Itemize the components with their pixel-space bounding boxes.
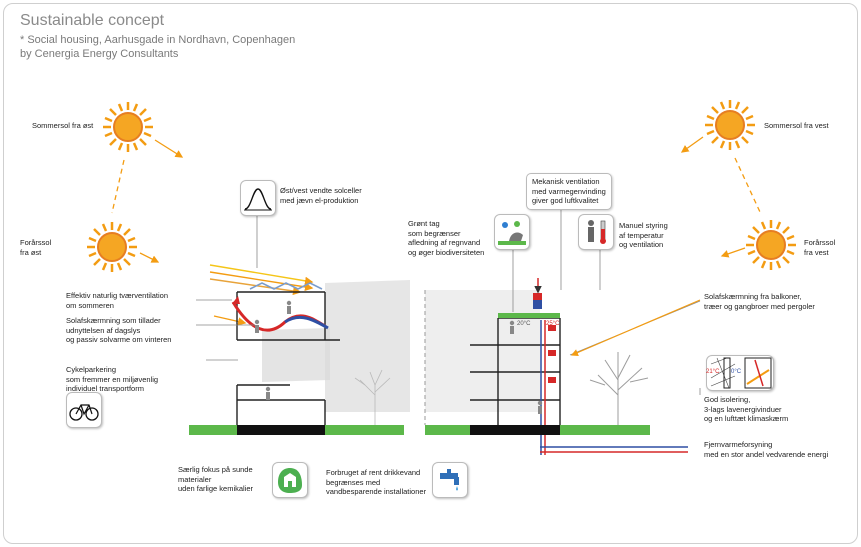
temp-inside-roof: 20°C bbox=[517, 321, 531, 327]
green-roof bbox=[498, 313, 560, 318]
person-thermometer-icon bbox=[578, 214, 614, 250]
temp-roof-supply: 25°C bbox=[546, 321, 560, 327]
recycle-leaf-icon bbox=[272, 462, 308, 498]
district-heating-pipes bbox=[540, 446, 688, 453]
water-tap-icon bbox=[432, 462, 468, 498]
subtitle-author: by Cenergia Energy Consultants bbox=[20, 48, 179, 60]
wall-section-icon bbox=[706, 355, 774, 391]
sun-icon-summer-east bbox=[101, 100, 155, 154]
sun-icon-summer-west bbox=[703, 98, 757, 152]
tree-right bbox=[589, 352, 649, 425]
subtitle-project: * Social housing, Aarhusgade in Nordhavn… bbox=[20, 34, 296, 46]
page-title: Sustainable concept bbox=[20, 12, 165, 29]
label-balcony-shading: Solafskærmning fra balkoner,træer og gan… bbox=[704, 292, 815, 311]
temp-wall-inside: 21°C bbox=[706, 369, 720, 375]
tree-left bbox=[354, 369, 391, 425]
building-left bbox=[236, 280, 410, 425]
plant-icon bbox=[494, 214, 530, 250]
ventilation-flow-warm bbox=[231, 301, 326, 332]
sun-icon-spring-west bbox=[744, 218, 798, 272]
bicycle-icon bbox=[66, 392, 102, 428]
label-summer-sun-west: Sommersol fra vest bbox=[764, 121, 829, 130]
label-summer-sun-east: Sommersol fra øst bbox=[32, 121, 94, 130]
solar-curve-icon bbox=[240, 180, 276, 216]
diagram-frame bbox=[3, 3, 858, 544]
temp-wall-outside: 0°C bbox=[731, 369, 742, 375]
sun-icon-spring-east bbox=[85, 220, 139, 274]
